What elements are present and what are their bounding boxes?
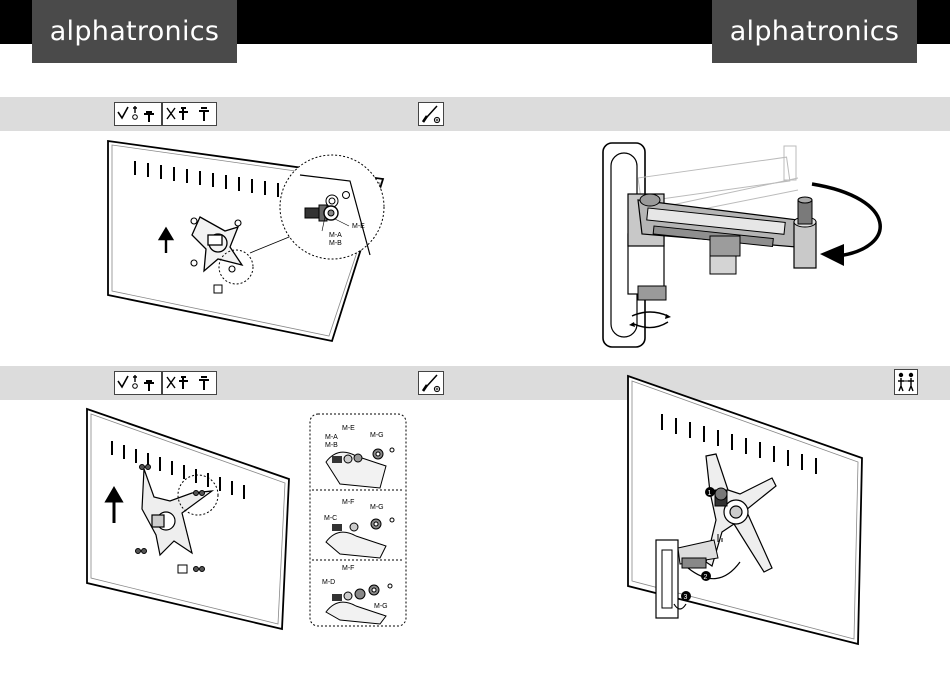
detail-row1-label-a: M-E — [342, 425, 355, 432]
detail-row3-label-a: M-F — [342, 565, 354, 572]
brand-logo-right: alphatronics — [712, 0, 917, 63]
screw-check-icon — [114, 102, 162, 126]
step4-tv-mount-illustration: 1 2 3 — [622, 372, 868, 648]
screw-detail-panel: M-E M-A M-B M-G M-F M-C M-G M-F M-D M-G — [308, 412, 408, 628]
brand-logo-left: alphatronics — [32, 0, 237, 63]
step2-arm-rotation-illustration — [598, 138, 890, 350]
detail-row3-label-c: M-G — [374, 603, 388, 610]
label-mb: M-B — [329, 240, 342, 247]
screw-cross-icon — [162, 102, 217, 126]
step-band-top — [0, 97, 950, 131]
screw-cross-icon — [162, 371, 217, 395]
detail-row1-label-d: M-G — [370, 432, 384, 439]
screw-check-icon — [114, 371, 162, 395]
screwdriver-icon — [418, 371, 444, 395]
callout-2: 2 — [704, 574, 708, 581]
detail-row2-label-c: M-G — [370, 504, 384, 511]
detail-row3-label-b: M-D — [322, 579, 335, 586]
label-me: M-E — [352, 223, 365, 230]
step1-tv-bracket-illustration: M-A M-B M-E — [100, 135, 390, 350]
callout-3: 3 — [684, 594, 688, 601]
detail-row1-label-b: M-A — [325, 434, 338, 441]
label-ma: M-A — [329, 232, 342, 239]
detail-row2-label-b: M-C — [324, 515, 337, 522]
two-person-icon — [894, 369, 918, 395]
step3-tv-bracket-illustration — [82, 405, 294, 633]
screwdriver-icon — [418, 102, 444, 126]
callout-1: 1 — [708, 490, 712, 497]
detail-row2-label-a: M-F — [342, 499, 354, 506]
detail-row1-label-c: M-B — [325, 442, 338, 449]
